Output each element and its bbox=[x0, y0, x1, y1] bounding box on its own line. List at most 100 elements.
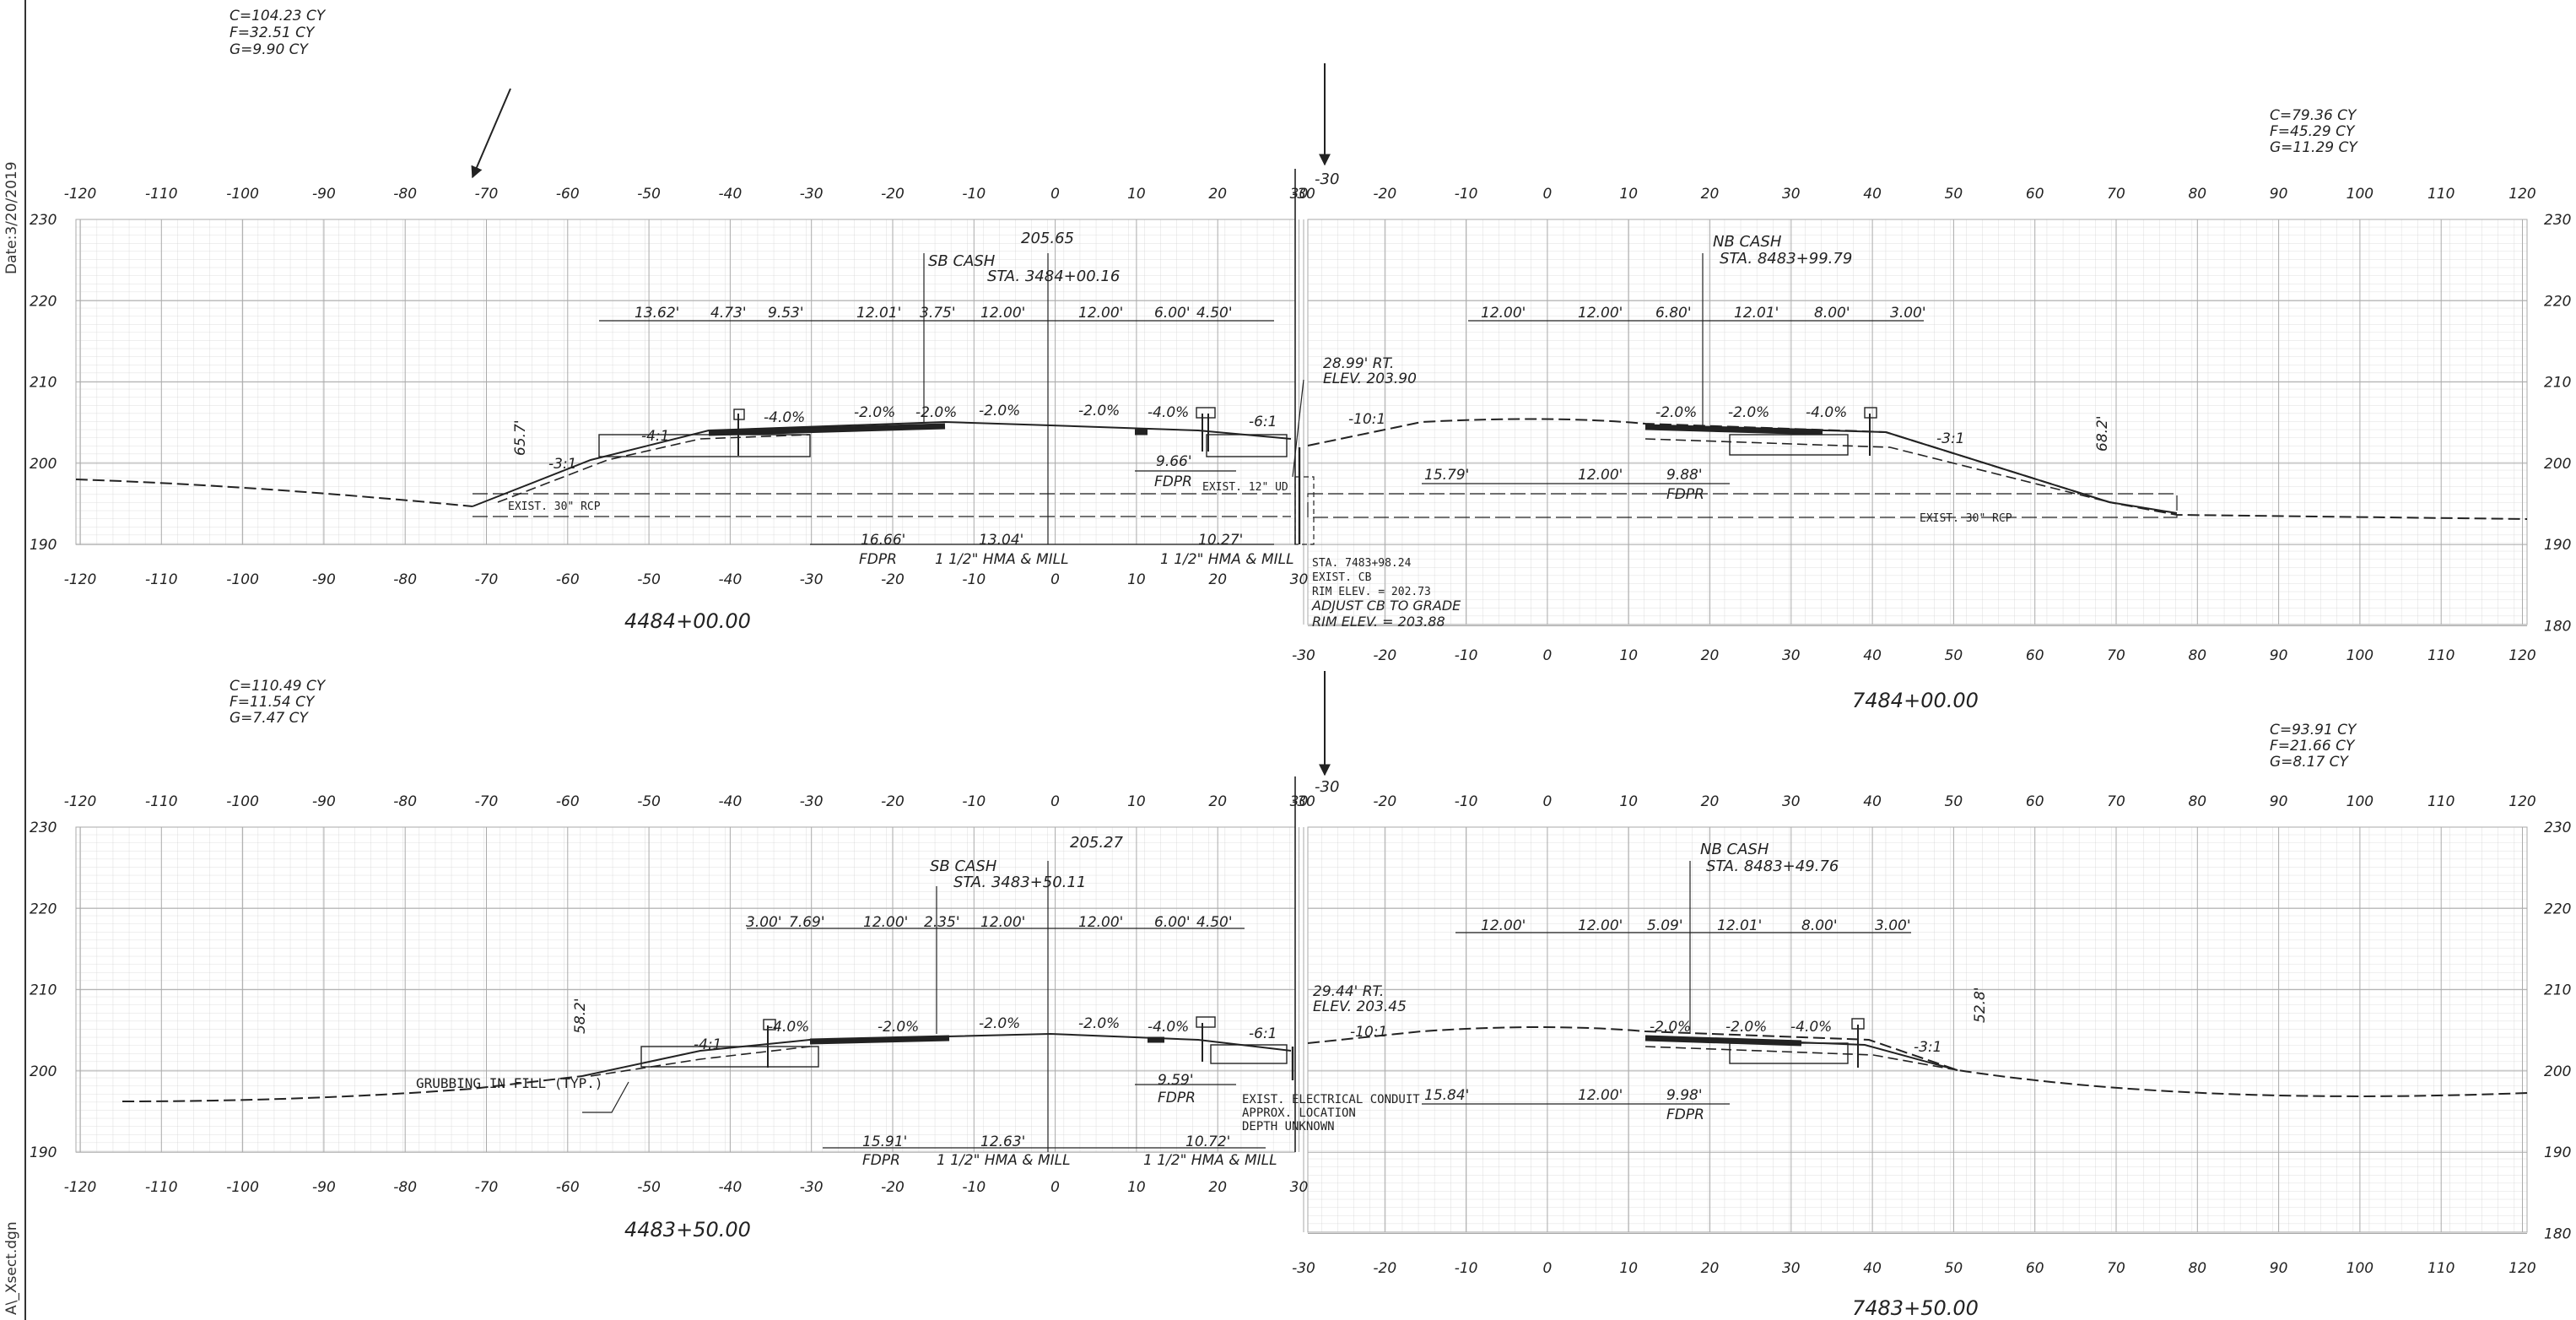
x-tick-label: 20 bbox=[1208, 571, 1227, 588]
slope: -10:1 bbox=[1350, 1024, 1387, 1041]
x-tick-label: 20 bbox=[1208, 793, 1227, 810]
slope: -4:1 bbox=[694, 1036, 722, 1053]
x-tick-label: 30 bbox=[1782, 186, 1801, 203]
x-tick-label: -40 bbox=[719, 186, 743, 203]
slope: -2.0% bbox=[854, 404, 895, 421]
dim-top: 8.00' bbox=[1801, 917, 1838, 934]
slope: -2.0% bbox=[878, 1019, 919, 1036]
x-tick-label: -10 bbox=[1455, 793, 1478, 810]
x-tick-label: 0 bbox=[1050, 793, 1060, 810]
x-tick-label: 120 bbox=[2508, 647, 2535, 664]
x-tick-label: -30 bbox=[1292, 793, 1315, 810]
dim-top: 12.00' bbox=[1078, 914, 1123, 931]
x-tick-label: 100 bbox=[2346, 1260, 2373, 1277]
x-tick-label: 110 bbox=[2427, 1260, 2454, 1277]
slope: -2.0% bbox=[1650, 1019, 1691, 1036]
station-label: 4483+50.00 bbox=[624, 1218, 751, 1242]
dim-top: 12.01' bbox=[856, 305, 901, 322]
conduit-note: EXIST. ELECTRICAL CONDUIT bbox=[1242, 1093, 1420, 1106]
quantity-fill: F=11.54 CY bbox=[230, 694, 316, 711]
point-elevation: ELEV. 203.90 bbox=[1323, 371, 1417, 387]
dim-mid: 12.00' bbox=[1578, 1087, 1623, 1104]
dim-bottom: 16.66' bbox=[861, 532, 905, 549]
dim-top: 4.50' bbox=[1196, 305, 1233, 322]
quantity-fill: F=21.66 CY bbox=[2270, 738, 2356, 755]
x-tick-label: 70 bbox=[2107, 1260, 2125, 1277]
x-tick-label: 100 bbox=[2346, 647, 2373, 664]
dim-top: 8.00' bbox=[1814, 305, 1850, 322]
offset-label: 52.8' bbox=[1972, 987, 1989, 1023]
centerline-name: SB CASH bbox=[930, 857, 997, 875]
major-grid-lines bbox=[76, 219, 2527, 1234]
x-tick-label: 110 bbox=[2427, 793, 2454, 810]
x-tick-label: -20 bbox=[881, 793, 905, 810]
x-tick-label: 90 bbox=[2270, 186, 2288, 203]
x-tick-label: -70 bbox=[475, 793, 499, 810]
x-tick-label: 80 bbox=[2188, 793, 2206, 810]
slope: -6:1 bbox=[1249, 414, 1277, 430]
cb-note: RIM ELEV. = 203.88 bbox=[1312, 614, 1445, 630]
x-tick-label: -20 bbox=[1373, 647, 1396, 664]
x-tick-label: 70 bbox=[2107, 793, 2125, 810]
x-tick-label: -10 bbox=[962, 1179, 986, 1196]
quantity-cut: C=93.91 CY bbox=[2270, 722, 2357, 738]
dim-bottom: 15.91' bbox=[862, 1133, 907, 1150]
x-tick-label: -10 bbox=[962, 186, 986, 203]
x-tick-label: 40 bbox=[1863, 647, 1882, 664]
x-tick-label: 20 bbox=[1701, 186, 1720, 203]
x-tick-label: 10 bbox=[1127, 793, 1146, 810]
x-tick-label: -50 bbox=[637, 186, 661, 203]
centerline-station: STA. 8483+99.79 bbox=[1720, 250, 1852, 268]
x-tick-label: -30 bbox=[800, 793, 824, 810]
profile-upper-right bbox=[1294, 253, 2528, 545]
dim-top: 3.75' bbox=[920, 305, 956, 322]
dim-top: 3.00' bbox=[1890, 305, 1926, 322]
profile-upper-left bbox=[75, 169, 1296, 545]
y-tick-label: 190 bbox=[2544, 1144, 2571, 1161]
x-tick-label: 70 bbox=[2107, 647, 2125, 664]
x-tick-label: 80 bbox=[2188, 186, 2206, 203]
dim-top: 12.00' bbox=[1578, 305, 1623, 322]
dim-top: 3.00' bbox=[746, 914, 782, 931]
point-offset: 29.44' RT. bbox=[1313, 983, 1384, 1000]
x-tick-label: -120 bbox=[64, 186, 97, 203]
x-tick-label: -90 bbox=[312, 1179, 336, 1196]
section-lower-right-text: C=93.91 CY F=21.66 CY G=8.17 CY -30 NB C… bbox=[1315, 722, 2357, 1320]
x-tick-label: -110 bbox=[145, 571, 178, 588]
x-tick-label: 0 bbox=[1542, 186, 1552, 203]
profile-lower-right bbox=[1291, 861, 2528, 1105]
x-tick-label: -20 bbox=[881, 1179, 905, 1196]
y-tick-label: 210 bbox=[30, 982, 57, 999]
top-offset: -30 bbox=[1315, 170, 1339, 188]
slope: -4.0% bbox=[1806, 404, 1847, 421]
x-tick-label: -50 bbox=[637, 793, 661, 810]
y-tick-label: 230 bbox=[2544, 212, 2571, 229]
pipe-label: EXIST. 30" RCP bbox=[1920, 512, 2012, 525]
x-tick-label: 120 bbox=[2508, 186, 2535, 203]
slope: -3:1 bbox=[1914, 1039, 1942, 1056]
x-tick-label: -50 bbox=[637, 571, 661, 588]
dim-bottom: 10.27' bbox=[1198, 532, 1243, 549]
x-tick-label: 10 bbox=[1127, 1179, 1146, 1196]
x-tick-label: -20 bbox=[1373, 186, 1396, 203]
quantity-grub: G=8.17 CY bbox=[2270, 754, 2350, 771]
x-tick-label: 0 bbox=[1542, 1260, 1552, 1277]
dim-top: 7.69' bbox=[789, 914, 825, 931]
y-tick-label: 200 bbox=[2544, 456, 2571, 473]
quantity-grub: G=7.47 CY bbox=[230, 710, 310, 727]
x-tick-label: -90 bbox=[312, 793, 336, 810]
dim-mid: 9.98' bbox=[1666, 1087, 1703, 1104]
fdpr-label: FDPR bbox=[1158, 1090, 1196, 1106]
x-tick-label: 60 bbox=[2026, 1260, 2044, 1277]
x-tick-label: 100 bbox=[2346, 186, 2373, 203]
x-tick-label: -80 bbox=[393, 1179, 417, 1196]
y-tick-label: 220 bbox=[2544, 293, 2571, 310]
x-tick-label: -10 bbox=[1455, 186, 1478, 203]
x-tick-label: 20 bbox=[1701, 647, 1720, 664]
x-tick-label: -70 bbox=[475, 571, 499, 588]
x-tick-label: 120 bbox=[2508, 1260, 2535, 1277]
slope: -3:1 bbox=[548, 456, 577, 473]
bottom-label: 1 1/2" HMA & MILL bbox=[937, 1152, 1071, 1169]
y-tick-label: 180 bbox=[2544, 619, 2571, 636]
cb-note: RIM ELEV. = 202.73 bbox=[1312, 586, 1431, 598]
